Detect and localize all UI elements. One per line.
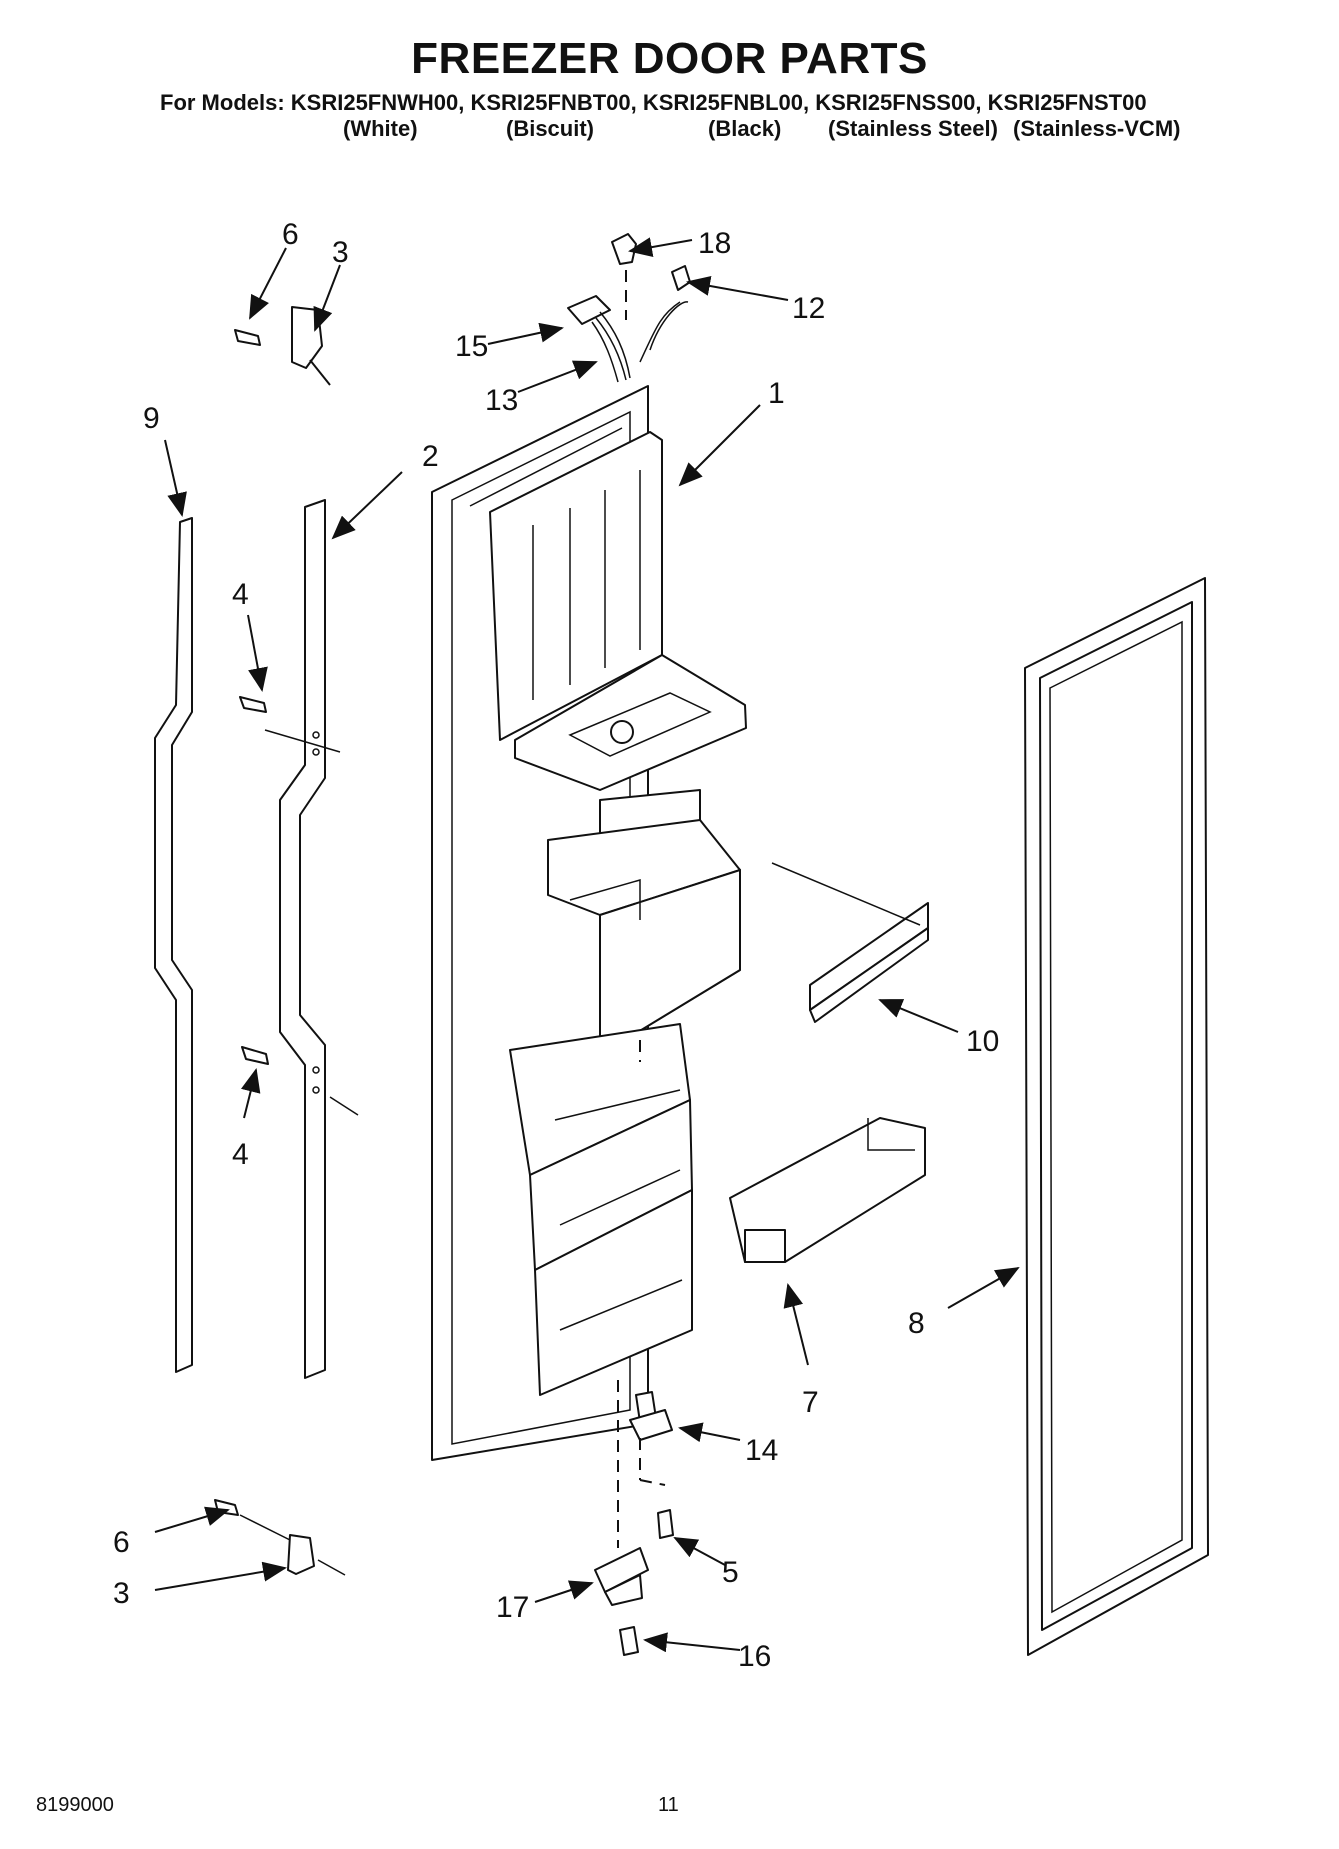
doc-number: 8199000	[36, 1794, 114, 1816]
callout-4-upper: 4	[232, 578, 249, 611]
callout-5: 5	[722, 1556, 739, 1589]
callout-6-top: 6	[282, 218, 299, 251]
color-stainless-steel: (Stainless Steel)	[828, 116, 998, 141]
models-line: For Models: KSRI25FNWH00, KSRI25FNBT00, …	[160, 90, 1147, 115]
page-title: FREEZER DOOR PARTS	[411, 34, 928, 83]
top-hardware	[567, 233, 691, 383]
callout-leaders	[154, 237, 1020, 1653]
color-biscuit: (Biscuit)	[506, 116, 594, 141]
callout-10: 10	[966, 1025, 999, 1058]
callout-6-bottom: 6	[113, 1526, 130, 1559]
color-black: (Black)	[708, 116, 782, 141]
callout-14: 14	[745, 1434, 778, 1467]
callout-9: 9	[143, 402, 160, 435]
callout-2: 2	[422, 440, 439, 473]
door-liner-part	[431, 385, 747, 1461]
color-stainless-vcm: (Stainless-VCM)	[1013, 116, 1181, 141]
callout-labels: 6 3 18 12 15 13 1 9 2 4 4 10 7 8 14 6 3 …	[113, 218, 999, 1673]
shelf-retainer-10	[771, 862, 929, 1023]
color-white: (White)	[343, 116, 418, 141]
callout-8: 8	[908, 1307, 925, 1340]
callout-18: 18	[698, 227, 731, 260]
page-number: 11	[658, 1794, 679, 1816]
callout-7: 7	[802, 1386, 819, 1419]
screws-4	[239, 696, 359, 1116]
callout-3-top: 3	[332, 236, 349, 269]
callout-4-lower: 4	[232, 1138, 249, 1171]
door-bin-7	[729, 1117, 926, 1263]
door-gasket-8	[1024, 577, 1209, 1656]
callout-17: 17	[496, 1591, 529, 1624]
callout-3-bottom: 3	[113, 1577, 130, 1610]
callout-1: 1	[768, 377, 785, 410]
upper-hinge-hardware	[234, 306, 331, 386]
callout-13: 13	[485, 384, 518, 417]
trim-strip-9	[154, 517, 193, 1373]
callout-12: 12	[792, 292, 825, 325]
callout-15: 15	[455, 330, 488, 363]
callout-16: 16	[738, 1640, 771, 1673]
handle-trim-2	[279, 499, 326, 1379]
lower-hardware	[214, 1380, 674, 1656]
